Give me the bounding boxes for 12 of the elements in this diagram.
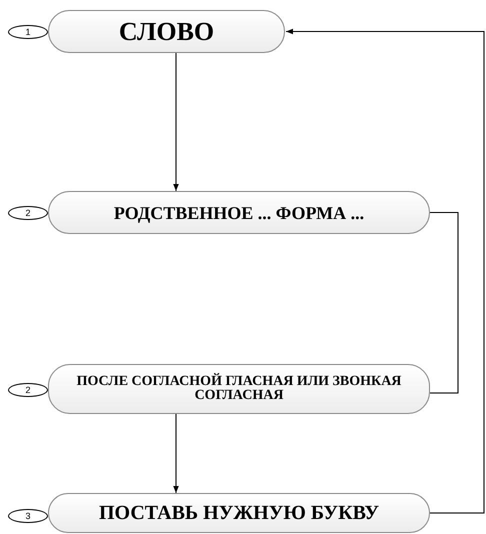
connector-line <box>430 212 458 394</box>
arrow <box>173 414 179 494</box>
arrow <box>286 28 484 514</box>
arrow <box>173 52 179 192</box>
step-number-oval: 2 <box>8 383 48 397</box>
process-box: ПОСЛЕ СОГЛАСНОЙ ГЛАСНАЯ ИЛИ ЗВОНКАЯ СОГЛАСНАЯ <box>48 364 430 414</box>
process-box: РОДСТВЕННОЕ ... ФОРМА ... <box>48 191 430 234</box>
process-box: ПОСТАВЬ НУЖНУЮ БУКВУ <box>48 493 430 533</box>
step-number-oval: 3 <box>8 509 48 523</box>
step-number-oval: 2 <box>8 206 48 220</box>
process-box: СЛОВО <box>48 10 285 53</box>
step-number-oval: 1 <box>8 25 48 39</box>
